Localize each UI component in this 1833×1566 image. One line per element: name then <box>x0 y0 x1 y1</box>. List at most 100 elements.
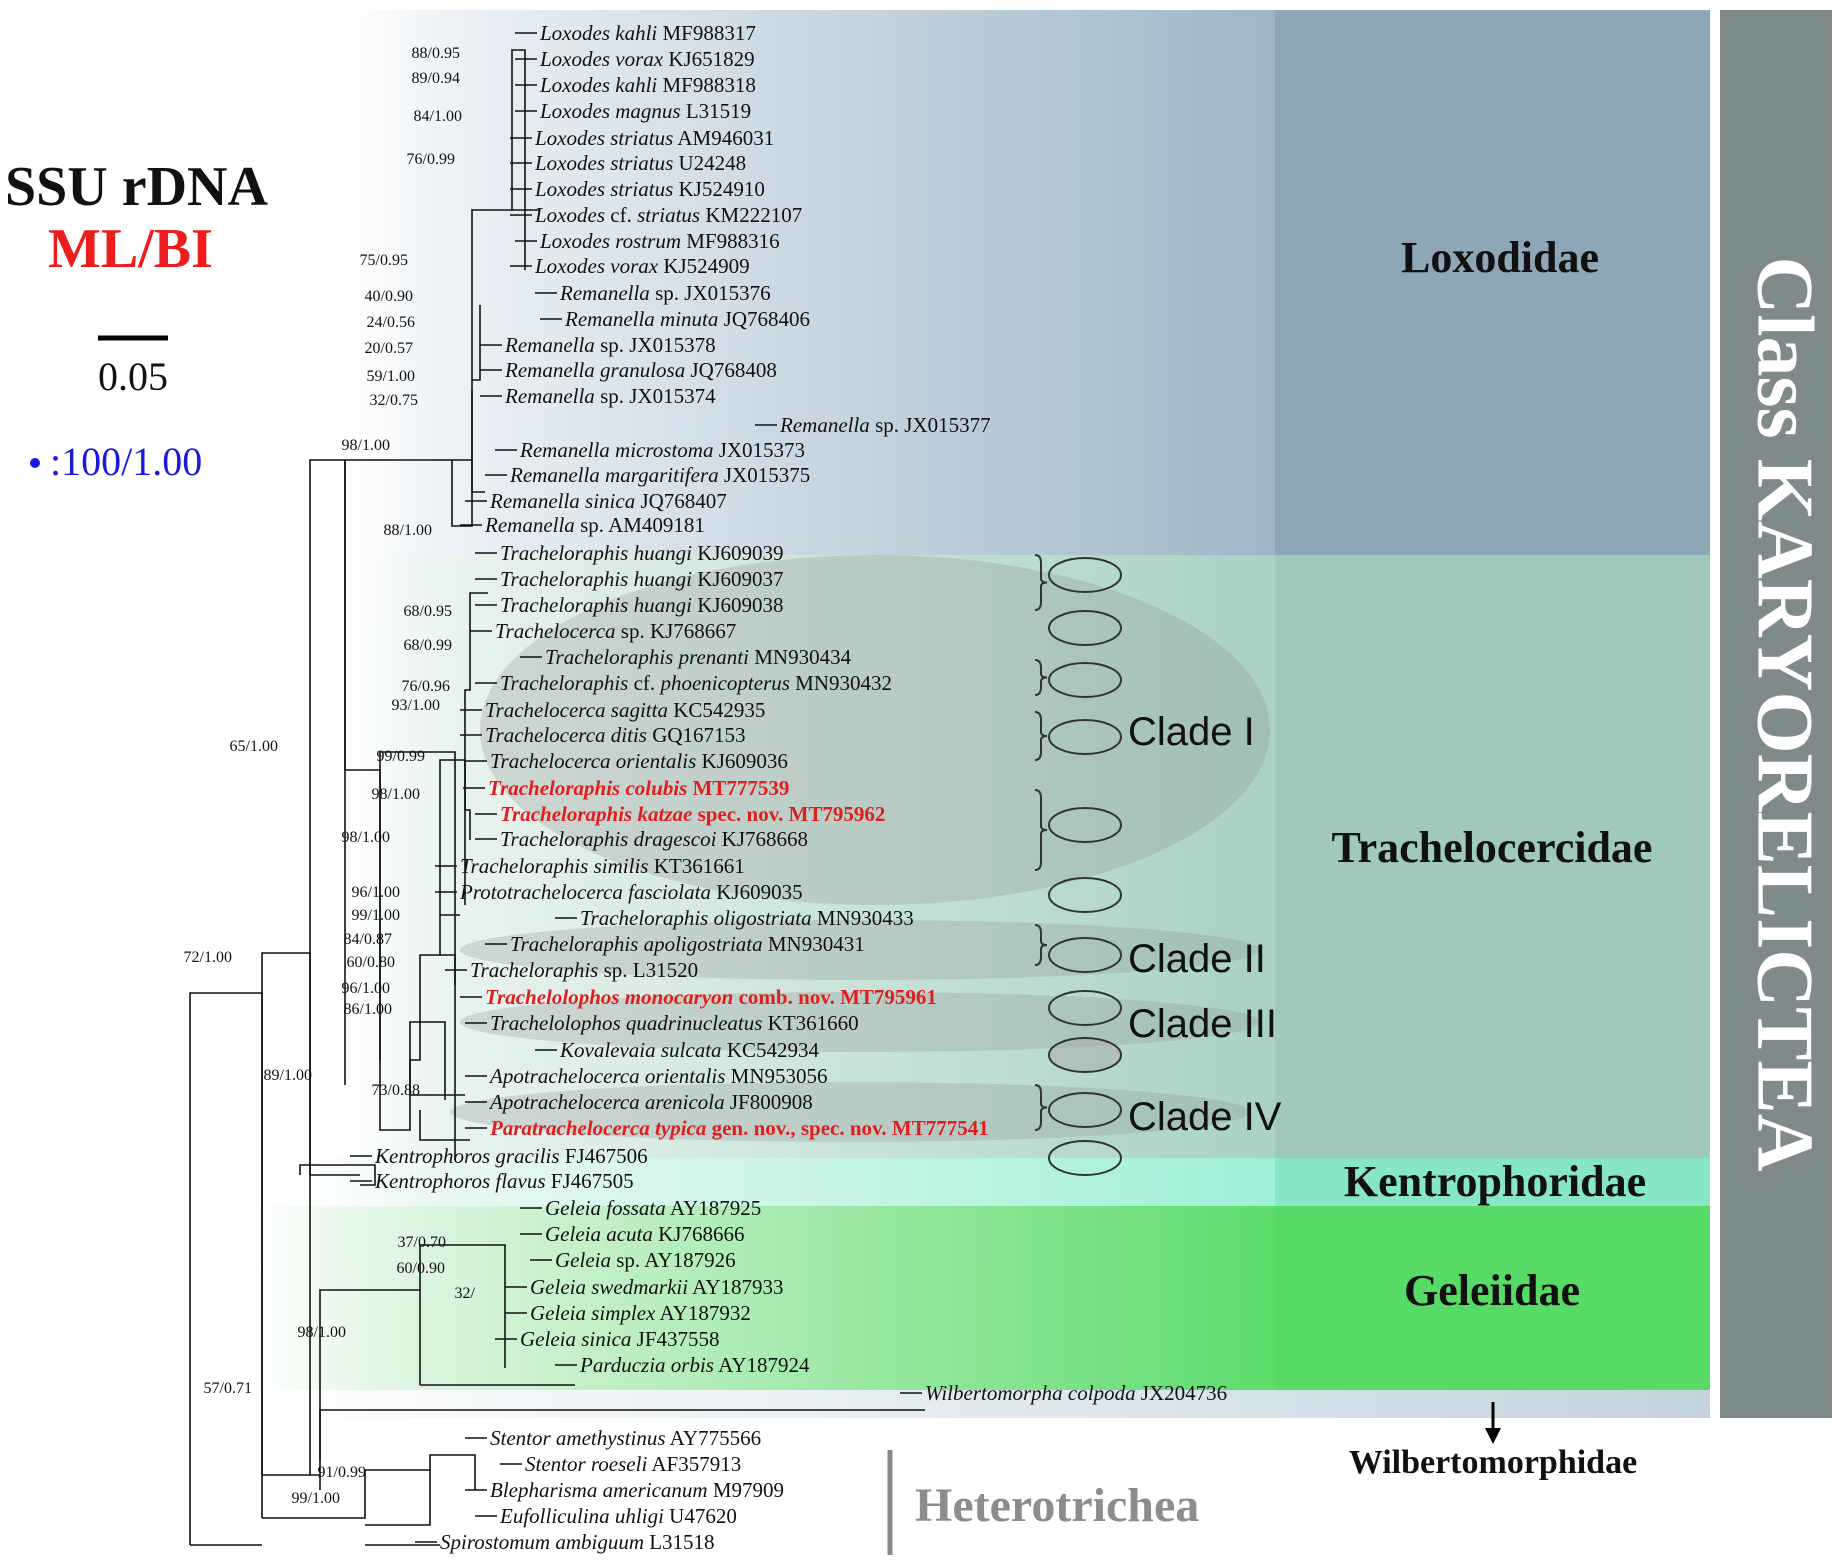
legend-dot-note: :100/1.00 <box>50 439 202 484</box>
taxon-label: Geleia sp. AY187926 <box>555 1248 736 1272</box>
taxon-label: Apotrachelocerca arenicola JF800908 <box>488 1090 813 1114</box>
support-value: 60/0.90 <box>397 1260 445 1277</box>
taxon-label: Remanella sp. JX015374 <box>504 384 716 408</box>
clade-II-ellipse <box>460 920 1260 980</box>
ciliature-schematic-icon <box>1048 1037 1122 1073</box>
support-value: 65/1.00 <box>230 738 278 755</box>
taxon-label: Prototrachelocerca fasciolata KJ609035 <box>459 880 803 904</box>
taxon-label: Loxodes striatus AM946031 <box>534 126 774 150</box>
class-bar <box>1720 10 1832 1418</box>
clade-III-label: Clade III <box>1128 1002 1277 1046</box>
taxon-label: Trachelocerca orientalis KJ609036 <box>490 749 788 773</box>
support-value: 96/1.00 <box>352 884 400 901</box>
clade-II-label: Clade II <box>1128 937 1266 981</box>
support-value: 40/0.90 <box>365 288 413 305</box>
taxon-label: Trachelolophos quadrinucleatus KT361660 <box>490 1011 859 1035</box>
taxon-label: Tracheloraphis huangi KJ609037 <box>500 567 784 591</box>
support-value: 99/1.00 <box>292 1490 340 1507</box>
support-value: 72/1.00 <box>184 949 232 966</box>
taxon-label: Loxodes striatus U24248 <box>534 151 746 175</box>
loxodidae-label-box <box>1275 10 1710 555</box>
support-value: 91/0.99 <box>318 1464 366 1481</box>
taxon-label: Geleia simplex AY187932 <box>530 1301 751 1325</box>
support-value: 24/0.56 <box>367 314 415 331</box>
support-values: 88/0.9589/0.9484/1.0076/0.9975/0.9540/0.… <box>184 45 476 1507</box>
geleiidae-band <box>255 1206 1275 1390</box>
scale-value: 0.05 <box>98 354 168 399</box>
taxon-label: Tracheloraphis katzae spec. nov. MT79596… <box>500 802 885 826</box>
taxon-label: Remanella microstoma JX015373 <box>519 438 805 462</box>
family-loxodidae: Loxodidae <box>1401 233 1599 282</box>
taxon-label: Loxodes kahli MF988318 <box>539 73 756 97</box>
support-value: 98/1.00 <box>372 786 420 803</box>
ciliature-schematic-icon <box>1048 610 1122 646</box>
kentrophoridae-label-box <box>1275 1158 1710 1206</box>
support-value: 89/1.00 <box>264 1067 312 1084</box>
support-value: 59/1.00 <box>367 368 415 385</box>
support-value: 75/0.95 <box>360 252 408 269</box>
taxon-label: Geleia sinica JF437558 <box>520 1327 720 1351</box>
taxon-label: Remanella margaritifera JX015375 <box>509 463 810 487</box>
support-value: 32/ <box>455 1285 476 1302</box>
taxon-label: Remanella sp. JX015378 <box>504 333 716 357</box>
wilbertomorphidae-band <box>255 1390 1710 1418</box>
taxon-label: Kovalevaia sulcata KC542934 <box>559 1038 819 1062</box>
clade-IV-ellipse <box>450 1082 1250 1142</box>
taxon-label: Spirostomum ambiguum L31518 <box>440 1530 715 1554</box>
clade-III-ellipse <box>460 992 1260 1052</box>
taxon-label: Tracheloraphis oligostriata MN930433 <box>580 906 914 930</box>
taxon-label: Tracheloraphis similis KT361661 <box>460 854 745 878</box>
taxon-label: Tracheloraphis sp. L31520 <box>470 958 698 982</box>
support-dot-icon <box>30 458 40 468</box>
taxon-label: Trachelocerca sagitta KC542935 <box>485 698 765 722</box>
support-value: 88/1.00 <box>384 522 432 539</box>
ciliature-schematic-icon <box>1048 719 1122 755</box>
taxon-label: Tracheloraphis huangi KJ609039 <box>500 541 784 565</box>
support-value: 57/0.71 <box>204 1380 252 1397</box>
support-value: 60/0.80 <box>347 954 395 971</box>
support-value: 96/1.00 <box>342 980 390 997</box>
support-value: 76/0.99 <box>407 151 455 168</box>
taxon-label: Eufolliculina uhligi U47620 <box>499 1504 737 1528</box>
taxon-label: Tracheloraphis prenanti MN930434 <box>545 645 852 669</box>
loxodidae-band <box>345 10 1275 555</box>
taxon-label: Loxodes cf. striatus KM222107 <box>534 203 802 227</box>
support-value: 88/0.95 <box>412 45 460 62</box>
taxon-label: Stentor roeseli AF357913 <box>525 1452 741 1476</box>
support-value: 86/1.00 <box>344 1001 392 1018</box>
support-value: 99/0.99 <box>377 748 425 765</box>
support-value: 73/0.88 <box>372 1082 420 1099</box>
family-wilbertomorphidae: Wilbertomorphidae <box>1349 1444 1637 1481</box>
taxon-label: Loxodes rostrum MF988316 <box>539 229 780 253</box>
taxon-label: Tracheloraphis colubis MT777539 <box>488 776 789 800</box>
bracket-icon <box>1034 554 1048 611</box>
ciliature-schematic-icon <box>1048 1140 1122 1176</box>
taxon-label: Parduczia orbis AY187924 <box>579 1353 810 1377</box>
support-value: 99/1.00 <box>352 907 400 924</box>
taxon-label: Remanella sp. JX015376 <box>559 281 771 305</box>
class-label: Class KARYORELICTEA <box>1741 256 1829 1171</box>
taxon-label: Kentrophoros flavus FJ467505 <box>374 1169 634 1193</box>
taxon-label: Geleia acuta KJ768666 <box>545 1222 744 1246</box>
taxon-label: Remanella granulosa JQ768408 <box>504 358 777 382</box>
bracket-icon <box>1034 924 1048 966</box>
bracket-icon <box>1034 659 1048 696</box>
taxon-label: Loxodes striatus KJ524910 <box>534 177 765 201</box>
support-value: 37/0.70 <box>398 1234 446 1251</box>
bracket-icon <box>1034 1084 1048 1131</box>
taxon-label: Loxodes vorax KJ651829 <box>539 47 755 71</box>
taxon-label: Remanella sp. JX015377 <box>779 413 991 437</box>
taxon-label: Geleia swedmarkii AY187933 <box>530 1275 784 1299</box>
taxon-label: Trachelocerca ditis GQ167153 <box>485 723 746 747</box>
family-kentrophoridae: Kentrophoridae <box>1344 1157 1646 1206</box>
taxon-label: Apotrachelocerca orientalis MN953056 <box>488 1064 828 1088</box>
tip-branches <box>350 32 922 1543</box>
taxon-label: Blepharisma americanum M97909 <box>490 1478 784 1502</box>
taxon-label: Loxodes magnus L31519 <box>539 99 751 123</box>
trachelocercidae-label-box <box>1275 555 1710 1158</box>
taxon-label: Tracheloraphis dragescoi KJ768668 <box>500 827 808 851</box>
taxon-label: Trachelolophos monocaryon comb. nov. MT7… <box>485 985 937 1009</box>
ciliature-schematic-icon <box>1048 662 1122 698</box>
